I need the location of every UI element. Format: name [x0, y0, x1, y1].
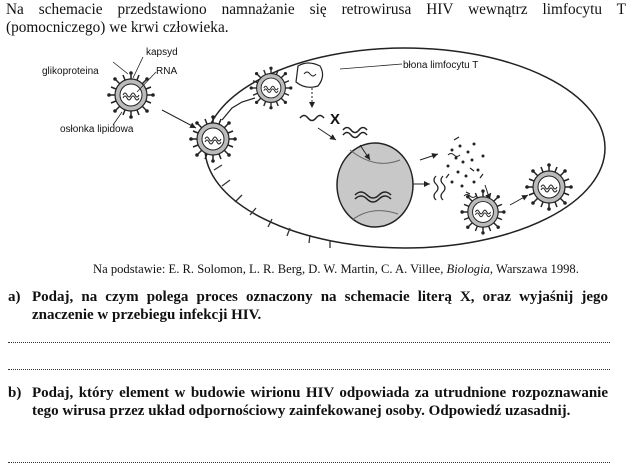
label-x: X: [330, 111, 340, 128]
source-suffix: , Warszawa 1998.: [489, 262, 579, 276]
question-b-text: Podaj, który element w budowie wirionu H…: [32, 385, 608, 419]
question-a-text: Podaj, na czym polega proces oznaczony n…: [32, 289, 608, 323]
viral-proteins: [445, 136, 485, 198]
source-prefix: Na podstawie: E. R. Solomon, L. R. Berg,…: [93, 262, 444, 276]
attaching-virion: [188, 114, 238, 164]
question-a: a) Podaj, na czym polega proces oznaczon…: [8, 288, 608, 324]
source-title: Biologia: [446, 262, 490, 276]
entering-capsid: [295, 62, 324, 108]
label-oslonka: osłonka lipidowa: [60, 124, 134, 135]
label-rna: RNA: [156, 66, 177, 77]
question-b-letter: b): [8, 385, 22, 401]
label-kapsyd: kapsyd: [146, 47, 178, 58]
viral-rna: [413, 153, 446, 201]
answer-line[interactable]: [8, 342, 610, 343]
label-glikoproteina: glikoproteina: [42, 66, 99, 77]
nucleus: [336, 142, 414, 228]
released-virion: [524, 162, 574, 212]
question-a-letter: a): [8, 289, 21, 305]
fusing-virion-1: [248, 65, 294, 111]
virion-labels: kapsyd glikoproteina RNA osłonka lipidow…: [42, 47, 178, 135]
answer-line[interactable]: [8, 369, 610, 370]
source-citation: Na podstawie: E. R. Solomon, L. R. Berg,…: [93, 262, 579, 277]
reverse-transcription: X: [299, 111, 371, 161]
hiv-replication-diagram: kapsyd glikoproteina RNA osłonka lipidow…: [42, 47, 606, 249]
question-b: b) Podaj, który element w budowie wirion…: [8, 384, 608, 420]
intro-text: Na schemacie przedstawiono namnażanie si…: [6, 1, 626, 36]
free-virion: [106, 70, 156, 120]
label-blona-limfocytu: błona limfocytu T: [403, 60, 478, 71]
budding-virion: [459, 188, 507, 236]
answer-line[interactable]: [8, 462, 610, 463]
